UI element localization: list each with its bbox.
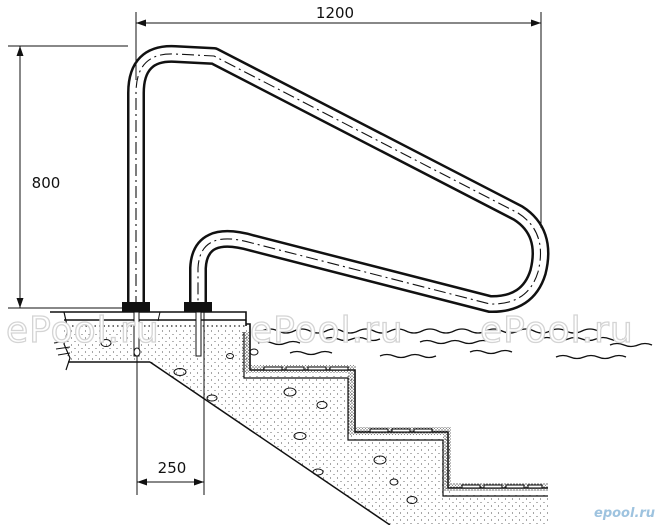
ground-hatch bbox=[53, 340, 71, 356]
handrail-center-line bbox=[135, 53, 542, 308]
dimension-lines bbox=[8, 12, 542, 495]
deck-slab-joint bbox=[157, 311, 161, 322]
dimension-arrows bbox=[16, 19, 541, 486]
handrail-tube-inner bbox=[129, 47, 547, 311]
watermark-right: ePool.ru bbox=[480, 310, 634, 351]
concrete-body bbox=[64, 330, 548, 525]
site-logo: epool.ru bbox=[594, 506, 655, 521]
watermark-left: ePool.ru bbox=[6, 310, 160, 351]
offset-dimension-label: 250 bbox=[158, 459, 187, 477]
left-anchor-flange bbox=[122, 302, 150, 312]
stair-slope bbox=[149, 361, 391, 525]
height-dimension-label: 800 bbox=[32, 174, 61, 192]
watermark-center: ePool.ru bbox=[250, 310, 404, 351]
right-anchor-flange bbox=[184, 302, 212, 312]
stair-structure bbox=[50, 311, 548, 525]
coping-tiles bbox=[263, 366, 543, 489]
aggregate-stones bbox=[100, 339, 418, 504]
water-surface bbox=[257, 328, 653, 360]
step-inner-outline bbox=[243, 332, 548, 497]
ground-edge bbox=[63, 311, 71, 371]
right-anchor-sleeve bbox=[195, 311, 202, 357]
handrail bbox=[122, 44, 550, 357]
width-dimension-label: 1200 bbox=[316, 4, 354, 22]
step-outline bbox=[50, 311, 548, 489]
tile-strip bbox=[242, 332, 548, 491]
